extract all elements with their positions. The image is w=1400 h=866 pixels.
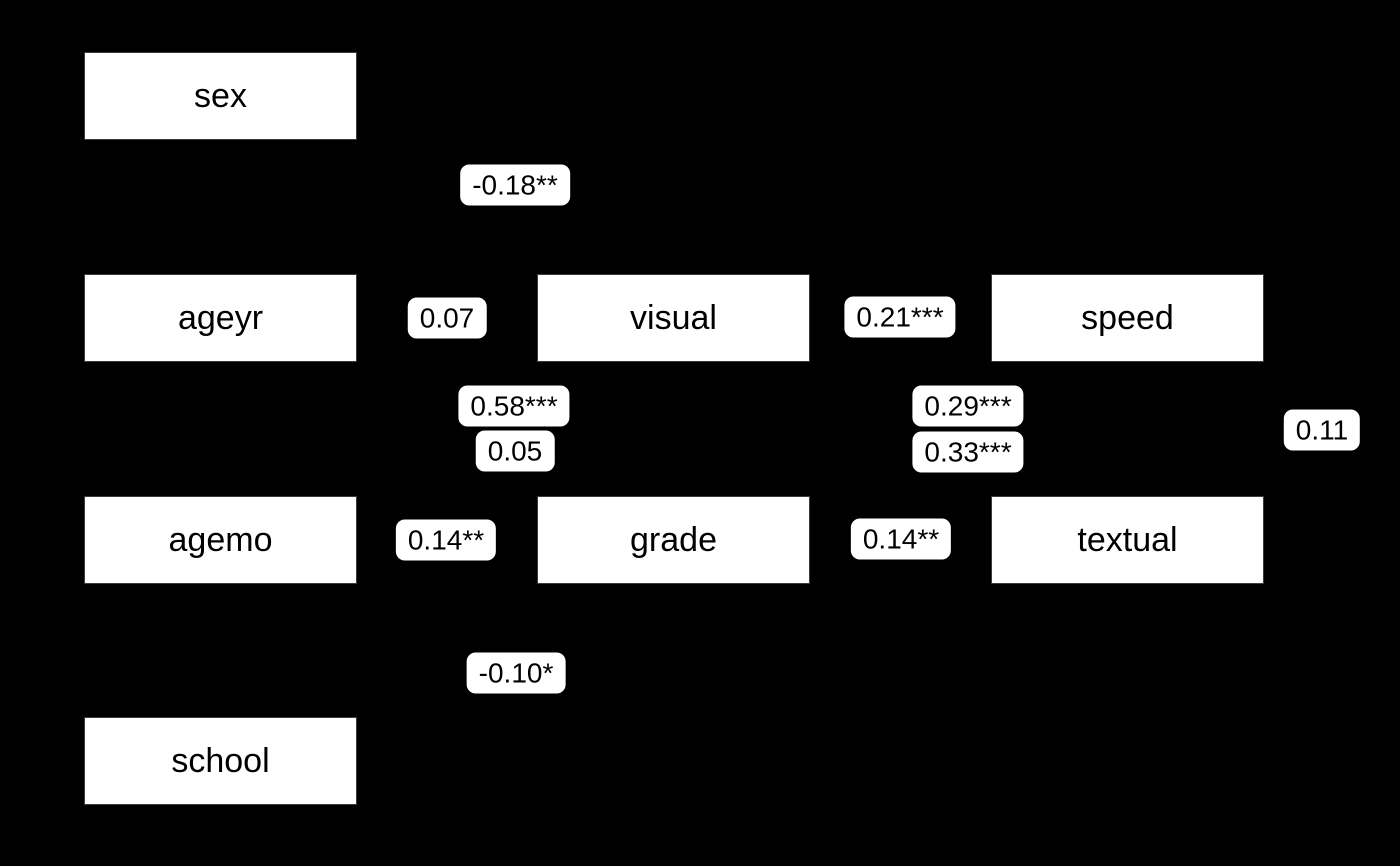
edge-coefficient-label: 0.58*** [458,385,570,427]
edge-coefficient-label: 0.14** [850,518,952,560]
node-school: school [85,718,356,804]
node-visual: visual [538,275,809,361]
edge-coefficient-label: 0.07 [407,297,487,339]
edge-coefficient-label: -0.10* [466,652,566,694]
edge-coefficient-label: 0.11 [1283,409,1361,451]
edge-coefficient-label: 0.05 [475,430,555,472]
node-ageyr: ageyr [85,275,356,361]
node-agemo: agemo [85,497,356,583]
edge-coefficient-label: 0.33*** [912,431,1024,473]
edge-coefficient-label: 0.29*** [912,385,1024,427]
node-grade: grade [538,497,809,583]
node-speed: speed [992,275,1263,361]
edge-coefficient-label: -0.18** [460,164,570,206]
edge-coefficient-label: 0.21*** [844,296,956,338]
edge-coefficient-label: 0.14** [395,519,497,561]
node-textual: textual [992,497,1263,583]
node-sex: sex [85,53,356,139]
